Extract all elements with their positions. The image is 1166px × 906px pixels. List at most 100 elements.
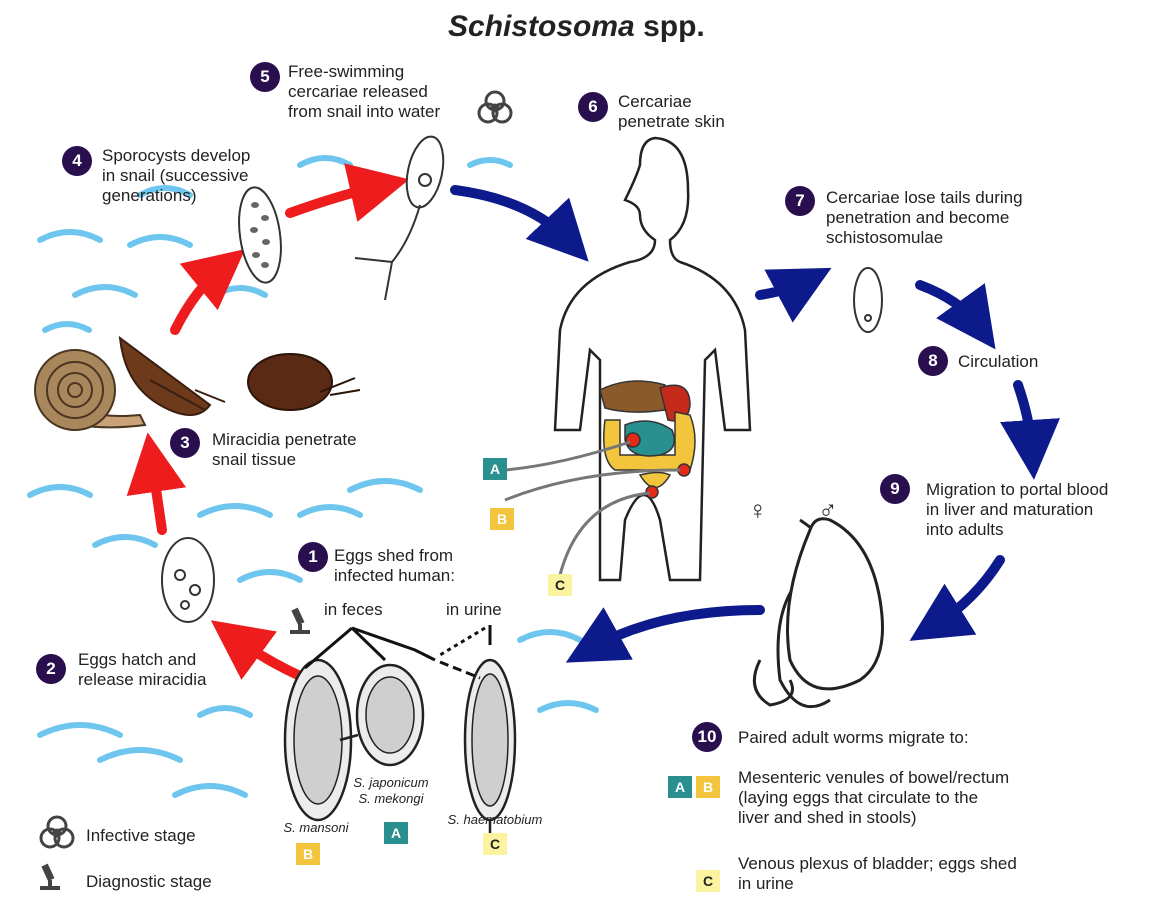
step-4-line-1: Sporocysts develop (102, 146, 250, 166)
site-ab-line-1: Mesenteric venules of bowel/rectum (738, 768, 1009, 788)
organ-badge-b: B (490, 508, 514, 530)
site-ab-badge-a: A (668, 776, 692, 798)
microscope-icon (290, 608, 310, 634)
step-9-line-3: into adults (926, 520, 1108, 540)
species-haematobium-label: S. haematobium (440, 812, 550, 828)
cercaria-illustration (355, 133, 449, 300)
step-8-badge: 8 (918, 346, 948, 376)
male-symbol: ♂ (818, 496, 838, 524)
step-10-line-1: Paired adult worms migrate to: (738, 728, 969, 748)
species-mansoni-label: S. mansoni (266, 820, 366, 836)
site-c-description: Venous plexus of bladder; eggs shed in u… (738, 854, 1017, 894)
legend-biohazard-icon (41, 817, 73, 847)
arrow-4-to-5 (290, 186, 380, 213)
arrow-10-to-1 (592, 610, 760, 648)
species-japonicum-label: S. japonicum S. mekongi (346, 775, 436, 807)
wave (200, 506, 270, 515)
step-2-badge: 2 (36, 654, 66, 684)
step-4-line-3: generations) (102, 186, 250, 206)
human-silhouette (555, 138, 750, 580)
step-6-line-2: penetrate skin (618, 112, 725, 132)
step-5-line-1: Free-swimming (288, 62, 440, 82)
wave (45, 324, 89, 330)
site-c-line-2: in urine (738, 874, 1017, 894)
wave (200, 708, 250, 715)
route-feces-label: in feces (324, 600, 383, 620)
title-suffix: spp. (643, 10, 705, 43)
step-4-line-2: in snail (successive (102, 166, 250, 186)
step-7-line-2: penetration and become (826, 208, 1023, 228)
eggs (285, 660, 515, 835)
step-6-badge: 6 (578, 92, 608, 122)
egg-haematobium (465, 660, 515, 835)
schistosomulum-illustration (854, 268, 882, 332)
arrow-6-to-7 (760, 282, 805, 295)
legend-microscope-icon (40, 864, 60, 890)
arrow-9-to-10 (935, 560, 1000, 625)
wave (540, 703, 596, 710)
adult-worm-pair (754, 519, 882, 707)
wave (215, 288, 265, 295)
wave (300, 507, 360, 515)
step-3-line-1: Miracidia penetrate (212, 430, 357, 450)
step-7-line-3: schistosomulae (826, 228, 1023, 248)
organ-badge-a: A (483, 458, 507, 480)
arrow-2-to-3 (152, 462, 162, 530)
wave (130, 237, 190, 245)
japonicum-site-badge-a: A (384, 822, 408, 844)
step-8-label: Circulation (958, 352, 1038, 372)
step-5-line-3: from snail into water (288, 102, 440, 122)
step-4-badge: 4 (62, 146, 92, 176)
step-4-label: Sporocysts develop in snail (successive … (102, 146, 250, 206)
wave (30, 487, 90, 495)
arrow-8-to-9 (1018, 385, 1032, 450)
female-symbol: ♀ (748, 496, 768, 524)
step-3-line-2: snail tissue (212, 450, 357, 470)
site-ab-badge-b: B (696, 776, 720, 798)
step-9-line-1: Migration to portal blood (926, 480, 1108, 500)
step-3-label: Miracidia penetrate snail tissue (212, 430, 357, 470)
step-1-badge: 1 (298, 542, 328, 572)
step-7-line-1: Cercariae lose tails during (826, 188, 1023, 208)
mansoni-site-badge-b: B (296, 843, 320, 865)
infection-site-a (626, 433, 640, 447)
step-9-badge: 9 (880, 474, 910, 504)
snail-oval (248, 354, 360, 410)
step-5-label: Free-swimming cercariae released from sn… (288, 62, 440, 122)
wave (95, 537, 155, 545)
step-8-line-1: Circulation (958, 352, 1038, 372)
site-c-badge: C (696, 870, 720, 892)
route-urine-label: in urine (446, 600, 502, 620)
step-1-line-1: Eggs shed from (334, 546, 455, 566)
step-5-badge: 5 (250, 62, 280, 92)
arrow-1-to-2 (235, 638, 300, 676)
step-10-label: Paired adult worms migrate to: (738, 728, 969, 748)
step-7-label: Cercariae lose tails during penetration … (826, 188, 1023, 248)
miracidium-illustration (162, 538, 214, 622)
wave (40, 725, 120, 735)
egg-japonicum (357, 665, 423, 765)
liver (600, 381, 665, 412)
species-japonicum: S. japonicum (346, 775, 436, 791)
wave (520, 632, 580, 640)
wave (40, 232, 100, 240)
arrow-7-to-8 (920, 285, 978, 325)
step-9-line-2: in liver and maturation (926, 500, 1108, 520)
step-2-line-2: release miracidia (78, 670, 207, 690)
wave (300, 158, 350, 165)
wave (175, 786, 245, 795)
title-genus: Schistosoma (448, 10, 635, 43)
haematobium-site-badge-c: C (483, 833, 507, 855)
step-3-badge: 3 (170, 428, 200, 458)
species-mekongi: S. mekongi (346, 791, 436, 807)
wave (75, 287, 135, 295)
organ-badge-c: C (548, 574, 572, 596)
legend-infective-label: Infective stage (86, 826, 196, 846)
biohazard-icon (479, 92, 511, 122)
step-7-badge: 7 (785, 186, 815, 216)
step-6-line-1: Cercariae (618, 92, 725, 112)
step-1-line-2: infected human: (334, 566, 455, 586)
wave (100, 750, 180, 760)
step-5-line-2: cercariae released (288, 82, 440, 102)
site-ab-description: Mesenteric venules of bowel/rectum (layi… (738, 768, 1009, 828)
